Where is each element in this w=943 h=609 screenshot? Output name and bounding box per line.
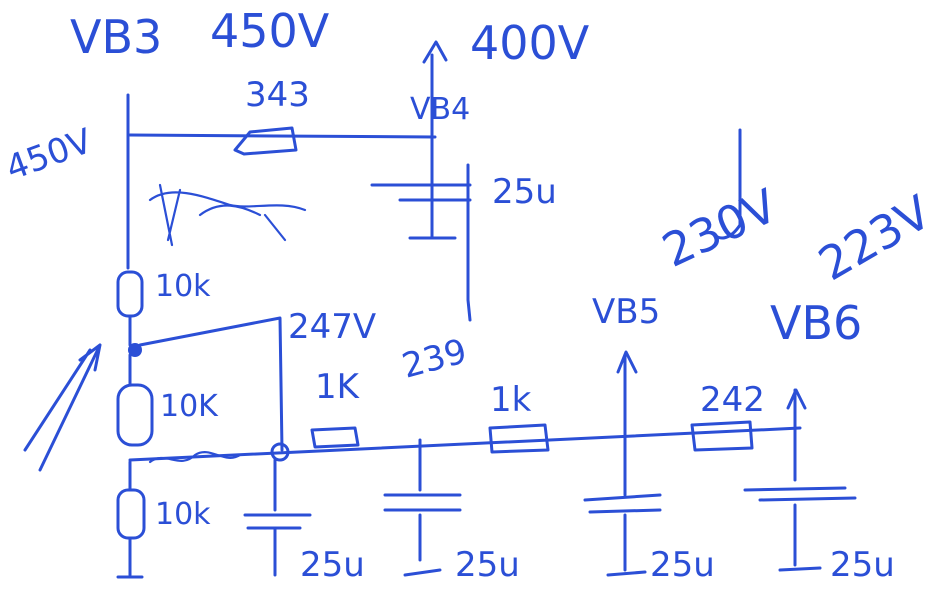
cap-top-label: 25u (492, 172, 557, 212)
vb4-voltage-label: 400V (470, 16, 590, 70)
vb6-label: VB6 (770, 296, 863, 350)
resistor-10k-mid (116, 383, 154, 447)
cap-1 (243, 458, 312, 577)
vb6-arrow (786, 388, 807, 410)
resistor-1k-b-label: 1k (490, 380, 532, 420)
cap-2 (383, 438, 462, 577)
cap-3 (583, 493, 662, 577)
top-rail (128, 133, 437, 139)
bus-squiggle (148, 451, 242, 464)
vb5-arrow (616, 350, 638, 374)
resistor-10k-mid-label: 10K (160, 389, 218, 424)
vb3-label: VB3 (70, 10, 163, 64)
node-247-label: 247V (288, 307, 377, 347)
vb3-voltage-label: 450V (210, 4, 330, 58)
scribble-element (148, 183, 307, 247)
resistor-10k-bot (116, 488, 146, 540)
vb4-label: VB4 (410, 92, 471, 127)
vb5-tick (713, 128, 742, 240)
bottom-bus (128, 426, 802, 462)
resistor-10k-top (116, 270, 144, 318)
right-return-line (466, 163, 472, 322)
resistor-1k-a-label: 1K (315, 367, 359, 407)
resistor-1k-a (310, 426, 360, 449)
cap-4-label: 25u (830, 545, 895, 585)
vb4-arrow (422, 40, 448, 64)
pot-slash (23, 343, 102, 472)
vb5-label: VB5 (592, 292, 661, 332)
cap-4 (743, 486, 857, 572)
cap-2-label: 25u (455, 545, 520, 585)
cap-1-label: 25u (300, 545, 365, 585)
resistor-343 (233, 126, 298, 156)
resistor-343-label: 343 (245, 75, 310, 115)
resistor-10k-top-label: 10k (155, 269, 211, 304)
cap-3-label: 25u (650, 545, 715, 585)
top-cap (370, 183, 472, 240)
resistor-242-label: 242 (700, 380, 765, 420)
resistor-242 (690, 420, 754, 452)
resistor-10k-bot-label: 10k (155, 497, 211, 532)
line-247 (138, 316, 284, 452)
resistor-1k-b (488, 423, 550, 454)
